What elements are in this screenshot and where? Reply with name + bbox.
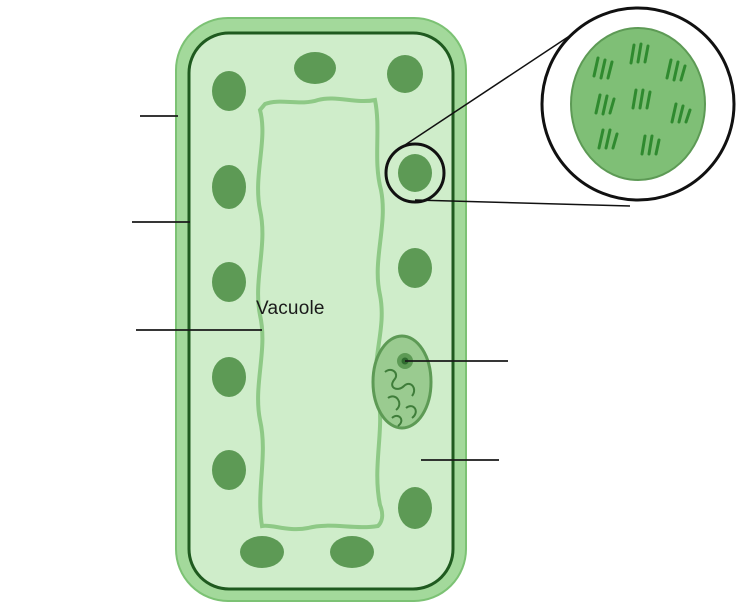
chloroplast [398,248,432,288]
chloroplast [212,357,246,397]
chloroplast [212,71,246,111]
zoom-chloroplast [571,28,705,180]
nucleus [373,336,431,428]
chloroplast [387,55,423,93]
chloroplast [212,262,246,302]
chloroplast [294,52,336,84]
chloroplast [398,154,432,192]
chloroplast [398,487,432,529]
chloroplast [212,165,246,209]
chloroplast [240,536,284,568]
chloroplast [330,536,374,568]
chloroplast [212,450,246,490]
vacuole-label: Vacuole [256,298,325,320]
